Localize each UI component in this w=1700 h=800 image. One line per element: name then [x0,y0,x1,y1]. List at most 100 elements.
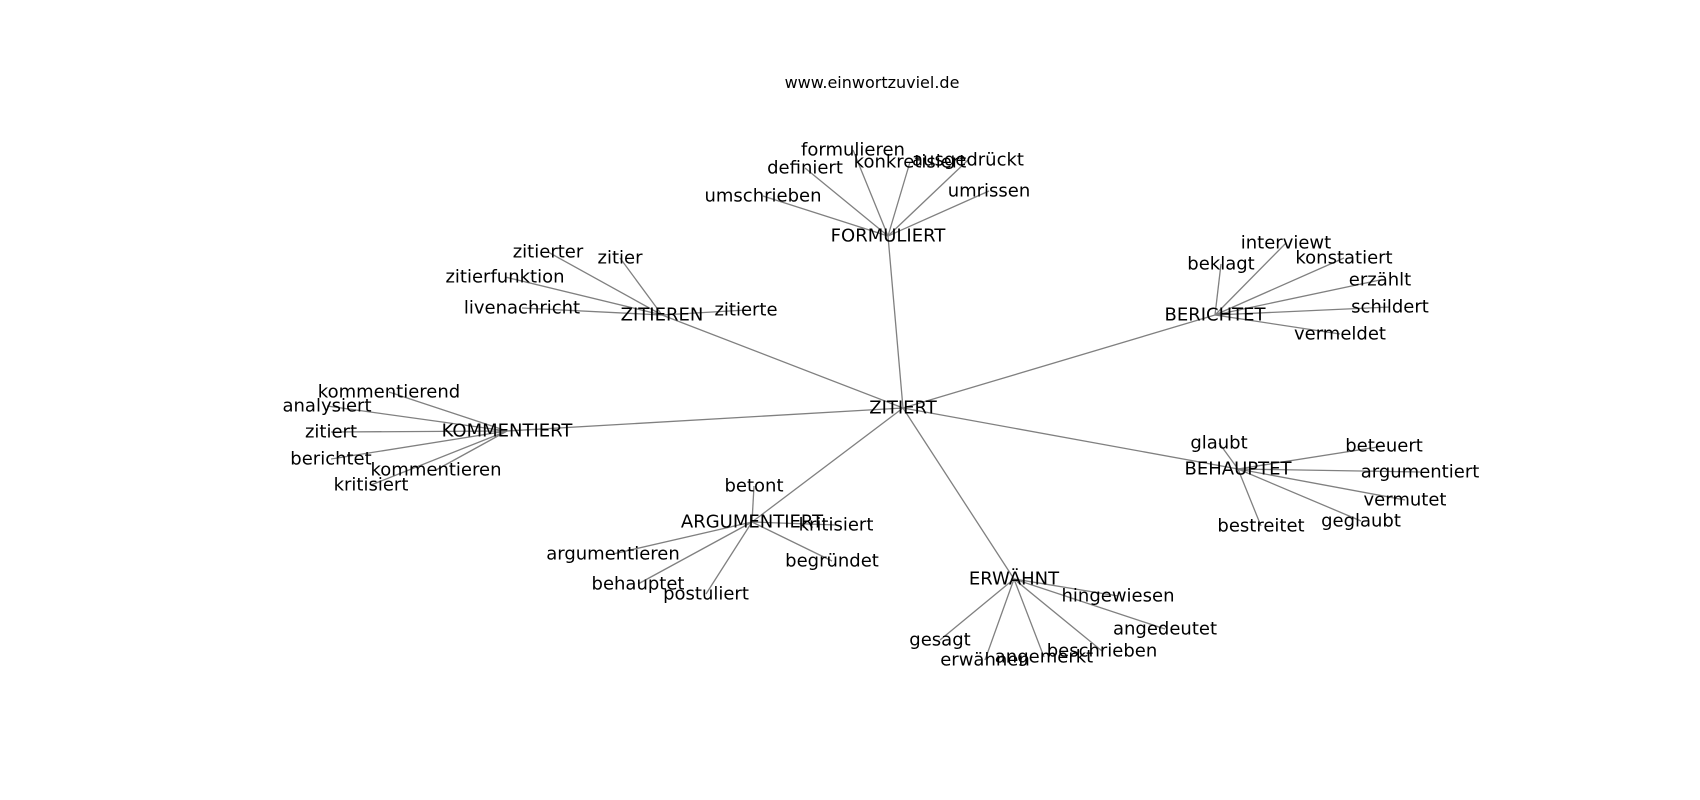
node-leaf: definiert [767,158,843,179]
graph-edge-center-hub [751,407,904,523]
node-leaf: beschrieben [1047,641,1158,662]
node-leaf: schildert [1351,297,1429,318]
graph-edge-hub-leaf [887,161,911,237]
node-leaf: bestreitet [1217,516,1304,537]
graph-edge-hub-leaf [1214,257,1345,316]
graph-edge-hub-leaf [705,521,753,595]
node-leaf: kommentieren [371,460,502,481]
node-leaf: beteuert [1345,436,1423,457]
node-leaf: kommentierend [318,382,460,403]
node-leaf: vermutet [1364,490,1447,511]
node-leaf: vermeldet [1294,324,1386,345]
graph-edge-hub-leaf [751,521,837,526]
graph-edge-hub-leaf [330,430,508,460]
node-hub: KOMMENTIERT [442,421,574,442]
graph-edge-hub-leaf [388,391,508,432]
node-leaf: zitierter [513,242,584,263]
node-hub: FORMULIERT [831,226,947,247]
graph-edge-hub-leaf [521,307,663,316]
graph-edge-hub-leaf [326,405,508,432]
graph-edge-hub-leaf [1237,468,1406,501]
node-leaf: angedeutet [1113,619,1217,640]
node-hub: ARGUMENTIERT [681,512,824,533]
graph-edge-hub-leaf [1013,578,1045,658]
graph-edge-hub-leaf [1013,578,1103,652]
graph-edge-hub-leaf [887,190,990,237]
graph-edge-hub-leaf [852,149,889,237]
graph-edge-hub-leaf [1214,242,1287,316]
node-leaf: livenachricht [464,298,580,319]
graph-edge-hub-leaf [887,159,969,237]
node-leaf: betont [724,476,783,497]
node-leaf: umschrieben [704,186,821,207]
graph-edge-hub-leaf [751,485,755,523]
graph-edge-hub-leaf [370,430,508,486]
graph-edge-hub-leaf [1214,306,1391,316]
node-leaf: erzählt [1349,270,1411,291]
graph-edge-hub-leaf [1214,314,1341,335]
graph-edge-hub-leaf [751,521,833,562]
graph-edge-center-hub [887,235,904,409]
graph-edge-center-hub [506,407,904,432]
graph-edges [326,149,1421,661]
node-leaf: begründet [785,551,879,572]
graph-edge-hub-leaf [661,309,747,316]
node-leaf: kritisiert [799,515,874,536]
node-hub: BERICHTET [1164,305,1266,326]
node-leaf: zitier [598,248,644,269]
graph-edge-center-hub [902,407,1015,580]
graph-edge-hub-leaf [504,276,663,316]
node-leaf: gesagt [909,630,970,651]
node-leaf: konstatiert [1295,248,1392,269]
node-center: ZITIERT [869,398,938,419]
node-leaf: erwähnen [940,650,1030,671]
graph-edge-hub-leaf [547,251,663,316]
node-leaf: angemerkt [995,647,1093,668]
node-leaf: beklagt [1187,254,1254,275]
node-leaf: hingewiesen [1062,586,1175,607]
graph-edge-hub-leaf [1214,279,1381,316]
node-leaf: umrissen [948,181,1031,202]
site-title: www.einwortzuviel.de [785,73,960,92]
graph-edge-hub-leaf [984,578,1015,661]
node-hub: ERWÄHNT [969,569,1060,590]
graph-edge-hub-leaf [1237,468,1421,473]
node-leaf: postuliert [663,584,749,605]
node-leaf: konkretisiert [854,152,967,173]
graph-edge-hub-leaf [1214,263,1222,316]
graph-edge-hub-leaf [612,521,753,555]
node-hub: BEHAUPTET [1185,459,1293,480]
node-leaf: formulieren [801,140,905,161]
graph-edge-hub-leaf [619,257,663,316]
node-leaf: argumentieren [546,544,680,565]
node-leaf: kritisiert [334,475,409,496]
node-leaf: analysiert [282,396,371,417]
node-leaf: zitierte [714,300,777,321]
graph-edge-center-hub [902,314,1216,409]
graph-edge-hub-leaf [939,578,1015,641]
node-leaf: argumentiert [1361,462,1480,483]
graph-edge-hub-leaf [1013,578,1166,630]
graph-edge-hub-leaf [1013,578,1119,597]
graph-edge-hub-leaf [637,521,753,585]
graph-edge-center-hub [902,407,1239,470]
node-leaf: behauptet [592,574,685,595]
graph-edge-hub-leaf [1237,468,1362,522]
node-leaf: interviewt [1241,233,1331,254]
graph-edge-hub-leaf [1237,468,1262,527]
node-leaf: glaubt [1190,433,1247,454]
graph-edge-hub-leaf [330,430,508,433]
node-leaf: zitiert [305,422,357,443]
node-leaf: ausgedrückt [912,150,1024,171]
node-leaf: berichtet [290,449,371,470]
graph-edge-hub-leaf [1218,442,1239,470]
graph-edge-hub-leaf [1237,445,1385,470]
graph-edge-hub-leaf [435,430,508,471]
node-hub: ZITIEREN [621,305,704,326]
graph-edge-hub-leaf [762,195,889,237]
node-leaf: geglaubt [1321,511,1401,532]
graph-edge-hub-leaf [804,167,889,237]
graph-edge-center-hub [661,314,904,409]
